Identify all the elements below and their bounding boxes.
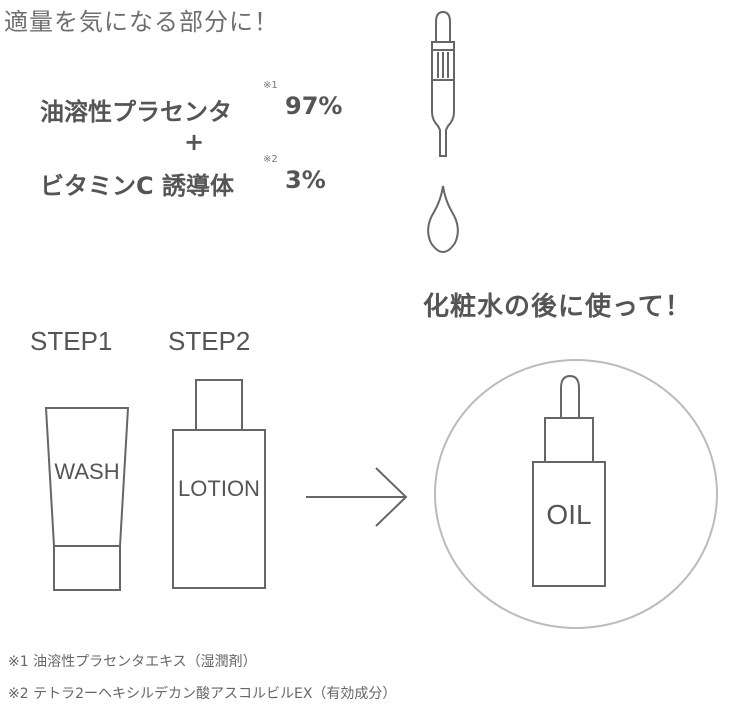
footnote-1: ※1 油溶性プラセンタエキス（湿潤剤） bbox=[8, 654, 257, 670]
lotion-bottle-icon bbox=[172, 379, 266, 589]
headline: 適量を気になる部分に！ bbox=[4, 8, 279, 36]
wash-tube-icon bbox=[44, 407, 130, 591]
footnote-2: ※2 テトラ2ーヘキシルデカン酸アスコルビルEX（有効成分） bbox=[8, 686, 397, 702]
ingredient-1-name: 油溶性プラセンタ bbox=[40, 98, 232, 126]
highlight-circle bbox=[434, 359, 718, 629]
oil-label: OIL bbox=[546, 499, 591, 530]
ingredient-1-note: ※1 bbox=[263, 80, 278, 91]
arrow-right-icon bbox=[306, 467, 408, 527]
step-1-label: STEP1 bbox=[30, 326, 113, 356]
ingredient-2-percent: 3% bbox=[285, 166, 326, 194]
ingredient-2-name: ビタミンC 誘導体 bbox=[40, 172, 234, 200]
ingredient-1-percent: 97% bbox=[285, 92, 343, 120]
wash-label: WASH bbox=[54, 459, 119, 484]
plus-sign: + bbox=[184, 128, 205, 156]
ingredient-2-note: ※2 bbox=[263, 154, 278, 165]
usage-instruction: 化粧水の後に使って！ bbox=[423, 292, 692, 322]
dropper-icon bbox=[431, 10, 455, 157]
lotion-label: LOTION bbox=[178, 476, 260, 501]
step-2-label: STEP2 bbox=[168, 326, 251, 356]
drop-icon bbox=[427, 185, 459, 254]
oil-bottle-icon bbox=[532, 374, 606, 587]
